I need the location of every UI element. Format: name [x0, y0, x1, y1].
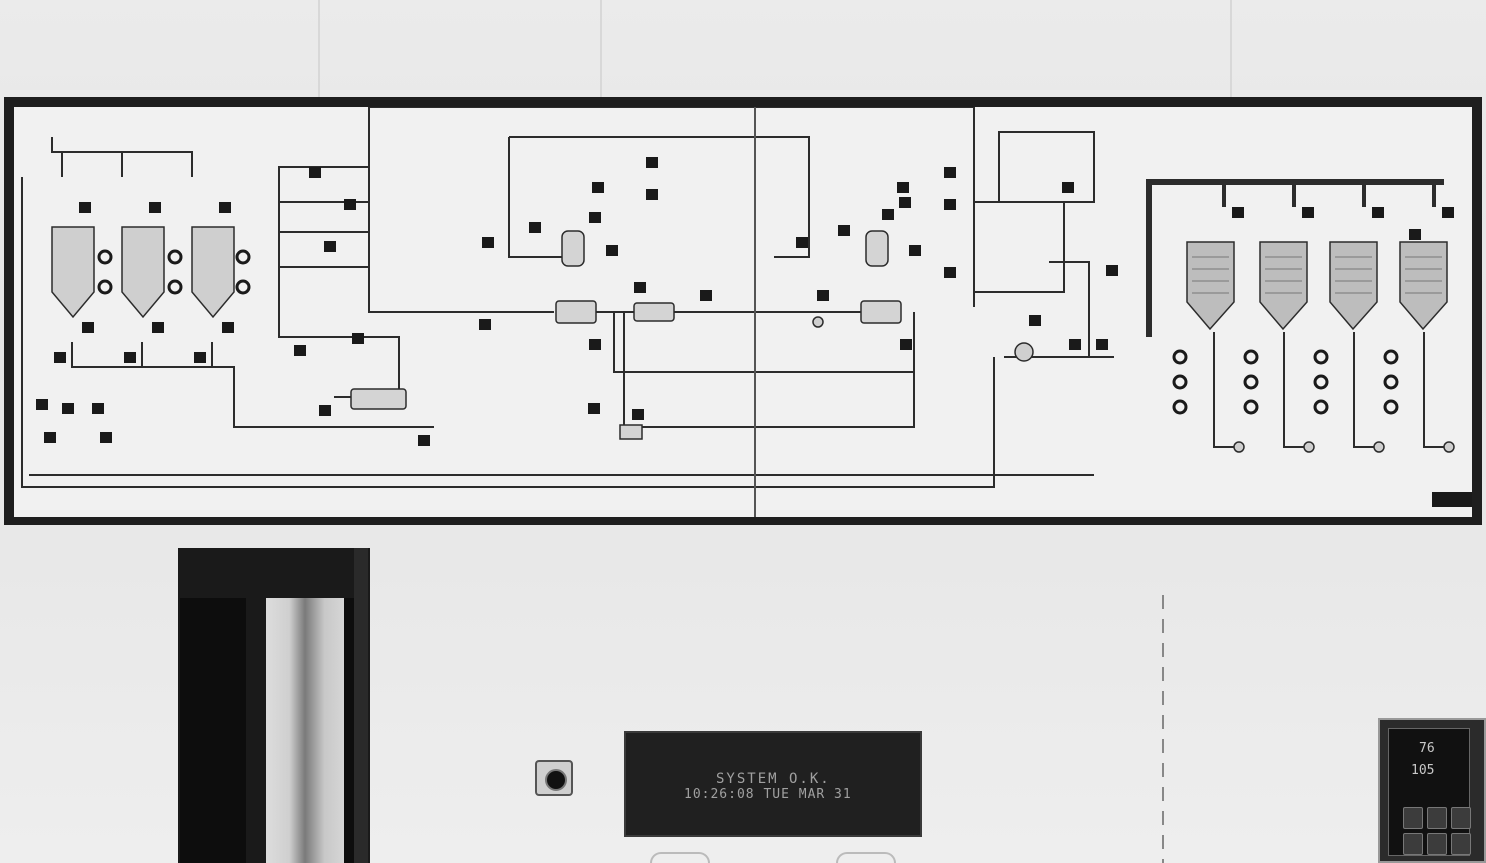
pushbutton-lens [545, 769, 567, 791]
crystallizer [1260, 242, 1307, 329]
crystallizer [1330, 242, 1377, 329]
cabinet-bay [180, 598, 246, 863]
reactor-vessel [562, 231, 584, 266]
reactor-vessel [866, 231, 888, 266]
instrument-indicators [36, 157, 1454, 446]
feed-header [52, 137, 192, 177]
panel-section-seam [754, 107, 756, 517]
header-drop [1224, 182, 1434, 207]
process-flow-diagram [14, 107, 1472, 517]
control-cabinet [178, 548, 370, 863]
wall-seam [600, 0, 602, 97]
cabinet-bay [344, 598, 354, 863]
heat-exchanger [556, 301, 596, 323]
controller-keypad [1403, 807, 1471, 855]
controller-bezel: 76 105 [1388, 728, 1470, 856]
wall-seam [1230, 0, 1232, 97]
separator [620, 425, 642, 439]
panel-label-plate [1432, 492, 1472, 507]
display-datetime-text: 10:26:08 TUE MAR 31 [684, 787, 852, 802]
crystallizer [1187, 242, 1234, 329]
cabinet-door-glass [266, 598, 344, 863]
panel-controller[interactable]: 76 105 [1378, 718, 1486, 863]
cabinet-post [354, 548, 368, 863]
controller-key[interactable] [1427, 833, 1447, 855]
controller-key[interactable] [1451, 807, 1471, 829]
process-mimic-panel [4, 97, 1482, 525]
heat-exchanger [351, 389, 406, 409]
storage-silo [52, 227, 94, 317]
wall-seam [318, 0, 320, 97]
wall-divider [1162, 595, 1164, 863]
controller-readout-bottom: 105 [1411, 763, 1434, 778]
display-status-text: SYSTEM O.K. [716, 771, 831, 787]
indicator-pushbutton[interactable] [535, 760, 573, 796]
pumps [813, 317, 1454, 452]
controller-readout-top: 76 [1419, 741, 1435, 756]
controller-key[interactable] [1403, 807, 1423, 829]
mimic-panel-face [14, 107, 1472, 517]
reactor-loop [509, 137, 809, 257]
storage-silo [192, 227, 234, 317]
controller-key[interactable] [1451, 833, 1471, 855]
process-block [974, 132, 1094, 292]
display-stand [650, 852, 710, 863]
display-stand [836, 852, 896, 863]
process-line [279, 267, 399, 397]
heat-exchanger [861, 301, 901, 323]
recycle-line [624, 312, 914, 427]
controller-key[interactable] [1427, 807, 1447, 829]
crystallizer-outlet [1214, 332, 1449, 447]
system-status-display: SYSTEM O.K. 10:26:08 TUE MAR 31 [624, 731, 922, 837]
controller-key[interactable] [1403, 833, 1423, 855]
heat-exchanger [634, 303, 674, 321]
storage-silo [122, 227, 164, 317]
crystallizer [1400, 242, 1447, 329]
